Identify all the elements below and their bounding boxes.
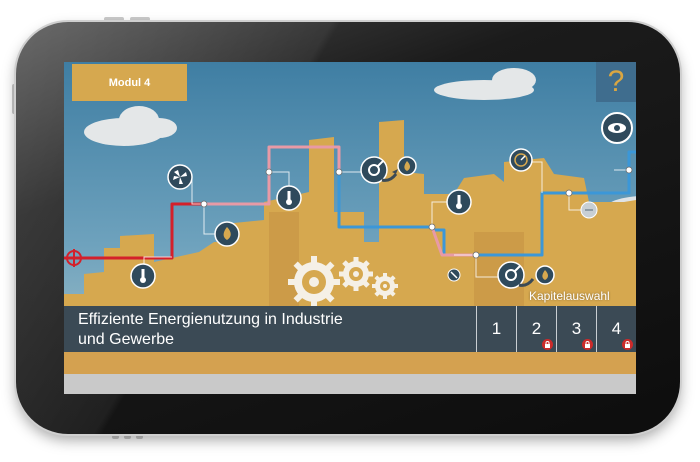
gauge-icon[interactable] — [580, 201, 598, 219]
tablet-bottom-port-1 — [112, 435, 119, 439]
flame-icon[interactable] — [214, 221, 240, 247]
pipe-junction — [200, 200, 208, 208]
ground-base — [64, 374, 636, 394]
tablet-bottom-port-2 — [124, 435, 131, 439]
chapter-selection-label: Kapitelauswahl — [529, 289, 610, 303]
ground-strip — [64, 352, 636, 374]
pipe-red — [64, 202, 204, 260]
pump-icon[interactable] — [497, 261, 535, 289]
valve-icon[interactable] — [447, 268, 461, 282]
chapter-number: 2 — [531, 319, 542, 338]
pipe-pink-1 — [204, 145, 341, 206]
help-button[interactable]: ? — [596, 62, 636, 102]
help-icon: ? — [607, 65, 625, 98]
pipe-junction — [472, 251, 480, 259]
cloud-left — [84, 106, 177, 146]
thermometer-icon[interactable] — [130, 263, 156, 289]
thermometer-icon[interactable] — [276, 185, 302, 211]
chapter-3-button[interactable]: 3 — [556, 306, 596, 352]
chapter-selector: 1 2 3 4 — [476, 306, 636, 352]
app-screen: Modul 4 ? Kapitelauswahl Effiziente Ener… — [64, 62, 636, 394]
tablet-top-button-1 — [104, 17, 124, 21]
gauge-icon[interactable] — [509, 148, 533, 172]
pipe-blue-2 — [476, 150, 636, 257]
pipe-junction — [335, 168, 343, 176]
module-badge[interactable]: Modul 4 — [72, 64, 187, 101]
pipe-junction — [265, 168, 273, 176]
pipe-junction — [625, 166, 633, 174]
lock-icon — [582, 339, 593, 350]
module-title-line-2: und Gewerbe — [78, 331, 175, 348]
tablet-top-button-2 — [130, 17, 150, 21]
chapter-number: 3 — [571, 319, 582, 338]
pipe-junction — [428, 223, 436, 231]
flame-icon[interactable] — [535, 265, 555, 285]
pump-icon[interactable] — [360, 156, 398, 184]
chapter-1-button[interactable]: 1 — [476, 306, 516, 352]
thermometer-icon[interactable] — [446, 189, 472, 215]
module-title-line-1: Effiziente Energienutzung in Industrie — [78, 311, 343, 328]
crosshair-icon — [65, 249, 83, 267]
gear-icon — [288, 256, 340, 308]
lock-icon — [622, 339, 633, 350]
pipe-junction — [565, 189, 573, 197]
lock-icon — [542, 339, 553, 350]
chapter-4-button[interactable]: 4 — [596, 306, 636, 352]
chapter-number: 1 — [491, 319, 502, 338]
eye-icon[interactable] — [601, 112, 633, 144]
chapter-number: 4 — [611, 319, 622, 338]
flame-icon[interactable] — [397, 156, 417, 176]
tablet-bottom-port-3 — [136, 435, 143, 439]
tablet-side-button — [12, 84, 16, 114]
fan-icon[interactable] — [167, 164, 193, 190]
gear-icon — [372, 273, 398, 299]
gear-icon — [339, 257, 373, 291]
module-title-bar: Effiziente Energienutzung in Industrie u… — [64, 306, 476, 352]
chapter-2-button[interactable]: 2 — [516, 306, 556, 352]
cloud-center — [434, 68, 536, 100]
